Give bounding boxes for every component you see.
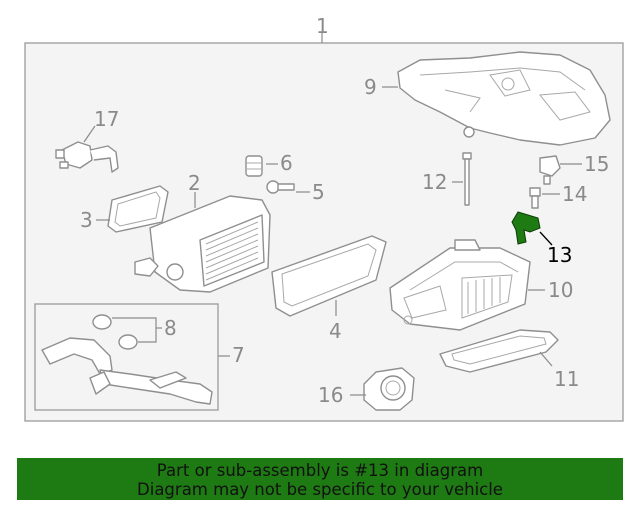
callout-11: 11 [554, 367, 579, 391]
callout-8: 8 [164, 316, 177, 340]
callout-1: 1 [316, 14, 329, 38]
callout-2: 2 [188, 171, 201, 195]
callout-3: 3 [80, 208, 93, 232]
callout-13: 13 [547, 243, 572, 267]
callout-12: 12 [422, 170, 447, 194]
callout-15: 15 [584, 152, 609, 176]
banner-line-disclaimer: Diagram may not be specific to your vehi… [137, 480, 503, 499]
highlighted-sensor-part-13[interactable] [511, 211, 553, 246]
callout-7: 7 [232, 343, 245, 367]
bolt-part-14[interactable] [529, 187, 560, 209]
callout-16: 16 [318, 383, 343, 407]
throttle-body-part-16[interactable] [350, 367, 415, 411]
housing-part-10[interactable] [389, 239, 545, 331]
callout-14: 14 [562, 182, 587, 206]
info-banner: Part or sub-assembly is #13 in diagram D… [17, 458, 623, 500]
gasket-part-3[interactable] [96, 185, 169, 233]
callout-17: 17 [94, 107, 119, 131]
gasket-part-11[interactable] [439, 329, 559, 373]
long-bolt-part-12[interactable] [452, 152, 472, 206]
engine-cover-part-9[interactable] [382, 51, 611, 146]
callout-6: 6 [280, 151, 293, 175]
callout-4: 4 [329, 319, 342, 343]
intercooler-part-2[interactable] [134, 192, 271, 293]
hoses-part-7[interactable] [41, 337, 230, 405]
sensor-part-17[interactable] [55, 125, 119, 173]
callout-10: 10 [548, 278, 573, 302]
clamps-part-8[interactable] [92, 314, 162, 350]
banner-line-part-number: Part or sub-assembly is #13 in diagram [156, 461, 484, 480]
plug-part-6[interactable] [245, 155, 278, 177]
bolt-part-5[interactable] [266, 180, 310, 194]
gasket-part-4[interactable] [271, 235, 387, 317]
callout-9: 9 [364, 75, 377, 99]
connector-part-15[interactable] [539, 155, 582, 185]
callout-5: 5 [312, 180, 325, 204]
